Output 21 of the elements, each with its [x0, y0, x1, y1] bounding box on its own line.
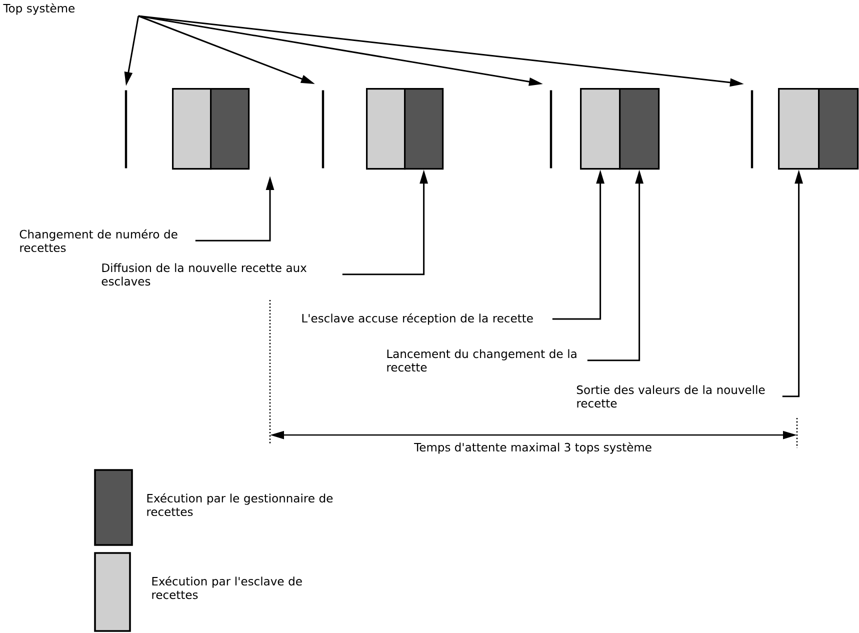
callout-text: Lancement du changement de la recette — [387, 349, 576, 372]
shaded-block — [778, 88, 820, 170]
tick-mark — [550, 90, 552, 168]
callout-text: Diffusion de la nouvelle recette aux esclaves — [102, 263, 307, 286]
callout-text: Sortie des valeurs de la nouvelle recette — [576, 385, 765, 408]
tick-mark — [124, 90, 128, 168]
shaded-block — [619, 88, 660, 170]
shaded-block — [172, 88, 212, 170]
shaded-block — [366, 88, 406, 170]
tick-mark — [750, 90, 754, 168]
tick-mark — [322, 90, 324, 168]
callout-text: L'esclave accuse réception de la recette — [302, 313, 533, 325]
shaded-block — [210, 88, 250, 170]
shaded-block — [580, 88, 621, 170]
legend-text: Exécution par l'esclave de recettes — [152, 576, 302, 600]
legend-text: Exécution par le gestionnaire de recettes — [147, 493, 333, 516]
dimension-label: Temps d'attente maximal 3 tops système — [414, 442, 652, 454]
shaded-block — [404, 88, 444, 170]
label-text: Top système — [3, 3, 74, 15]
callout-text: Changement de numéro de recettes — [20, 229, 178, 252]
shaded-block — [818, 88, 859, 170]
